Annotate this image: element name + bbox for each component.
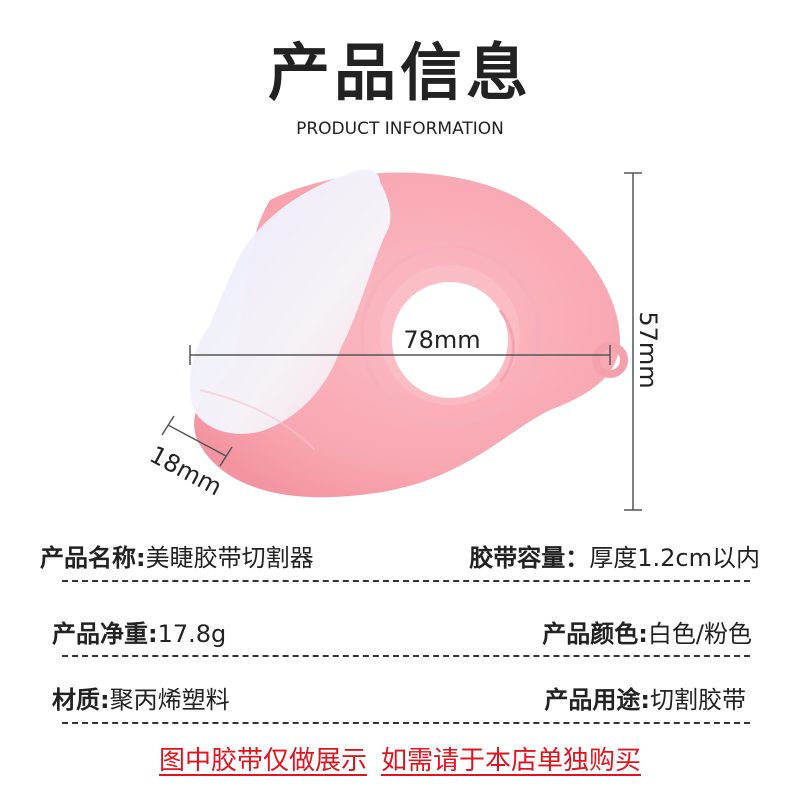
- capacity-label: 胶带容量：: [469, 544, 590, 572]
- color-label: 产品颜色:: [542, 620, 648, 648]
- notice-part-1: 图中胶带仅做展示: [158, 746, 367, 776]
- capacity-field: 胶带容量：厚度1.2cm以内: [469, 538, 760, 573]
- weight-value: 17.8g: [157, 620, 227, 648]
- color-value: 白色/粉色: [647, 620, 752, 648]
- product-name-label: 产品名称:: [40, 544, 146, 572]
- weight-label: 产品净重:: [52, 620, 158, 648]
- product-image: 78mm 57mm 18mm: [145, 169, 660, 511]
- width-dimension-label: 78mm: [403, 326, 480, 354]
- spec-row-3: 材质:聚丙烯塑料 产品用途:切割胶带: [52, 680, 746, 720]
- page-title: 产品信息: [267, 36, 532, 109]
- usage-label: 产品用途:: [544, 686, 650, 714]
- product-name-field: 产品名称:美睫胶带切割器: [40, 538, 314, 573]
- spec-row-2: 产品净重:17.8g 产品颜色:白色/粉色: [52, 614, 752, 654]
- weight-field: 产品净重:17.8g: [52, 614, 226, 649]
- usage-value: 切割胶带: [650, 686, 746, 714]
- notice-part-2: 如需请于本店单独购买: [381, 746, 642, 776]
- spec-row-1: 产品名称:美睫胶带切割器 胶带容量：厚度1.2cm以内: [40, 538, 760, 578]
- display-notice: 图中胶带仅做展示如需请于本店单独购买: [0, 740, 800, 777]
- color-field: 产品颜色:白色/粉色: [542, 614, 752, 649]
- material-label: 材质:: [52, 686, 110, 714]
- tape-core-ring: [360, 245, 540, 425]
- height-dimension-label: 57mm: [634, 311, 660, 388]
- dispenser-white-cutter: [189, 169, 391, 434]
- usage-field: 产品用途:切割胶带: [544, 680, 746, 715]
- divider-3: [62, 722, 750, 724]
- page-subtitle: PRODUCT INFORMATION: [296, 119, 504, 139]
- capacity-value: 厚度1.2cm以内: [589, 544, 760, 572]
- divider-1: [62, 580, 750, 582]
- material-value: 聚丙烯塑料: [109, 686, 230, 714]
- product-name-value: 美睫胶带切割器: [145, 544, 314, 572]
- center-hole: [392, 282, 508, 398]
- divider-2: [62, 655, 750, 657]
- material-field: 材质:聚丙烯塑料: [52, 680, 230, 715]
- depth-dimension-line: [167, 424, 227, 457]
